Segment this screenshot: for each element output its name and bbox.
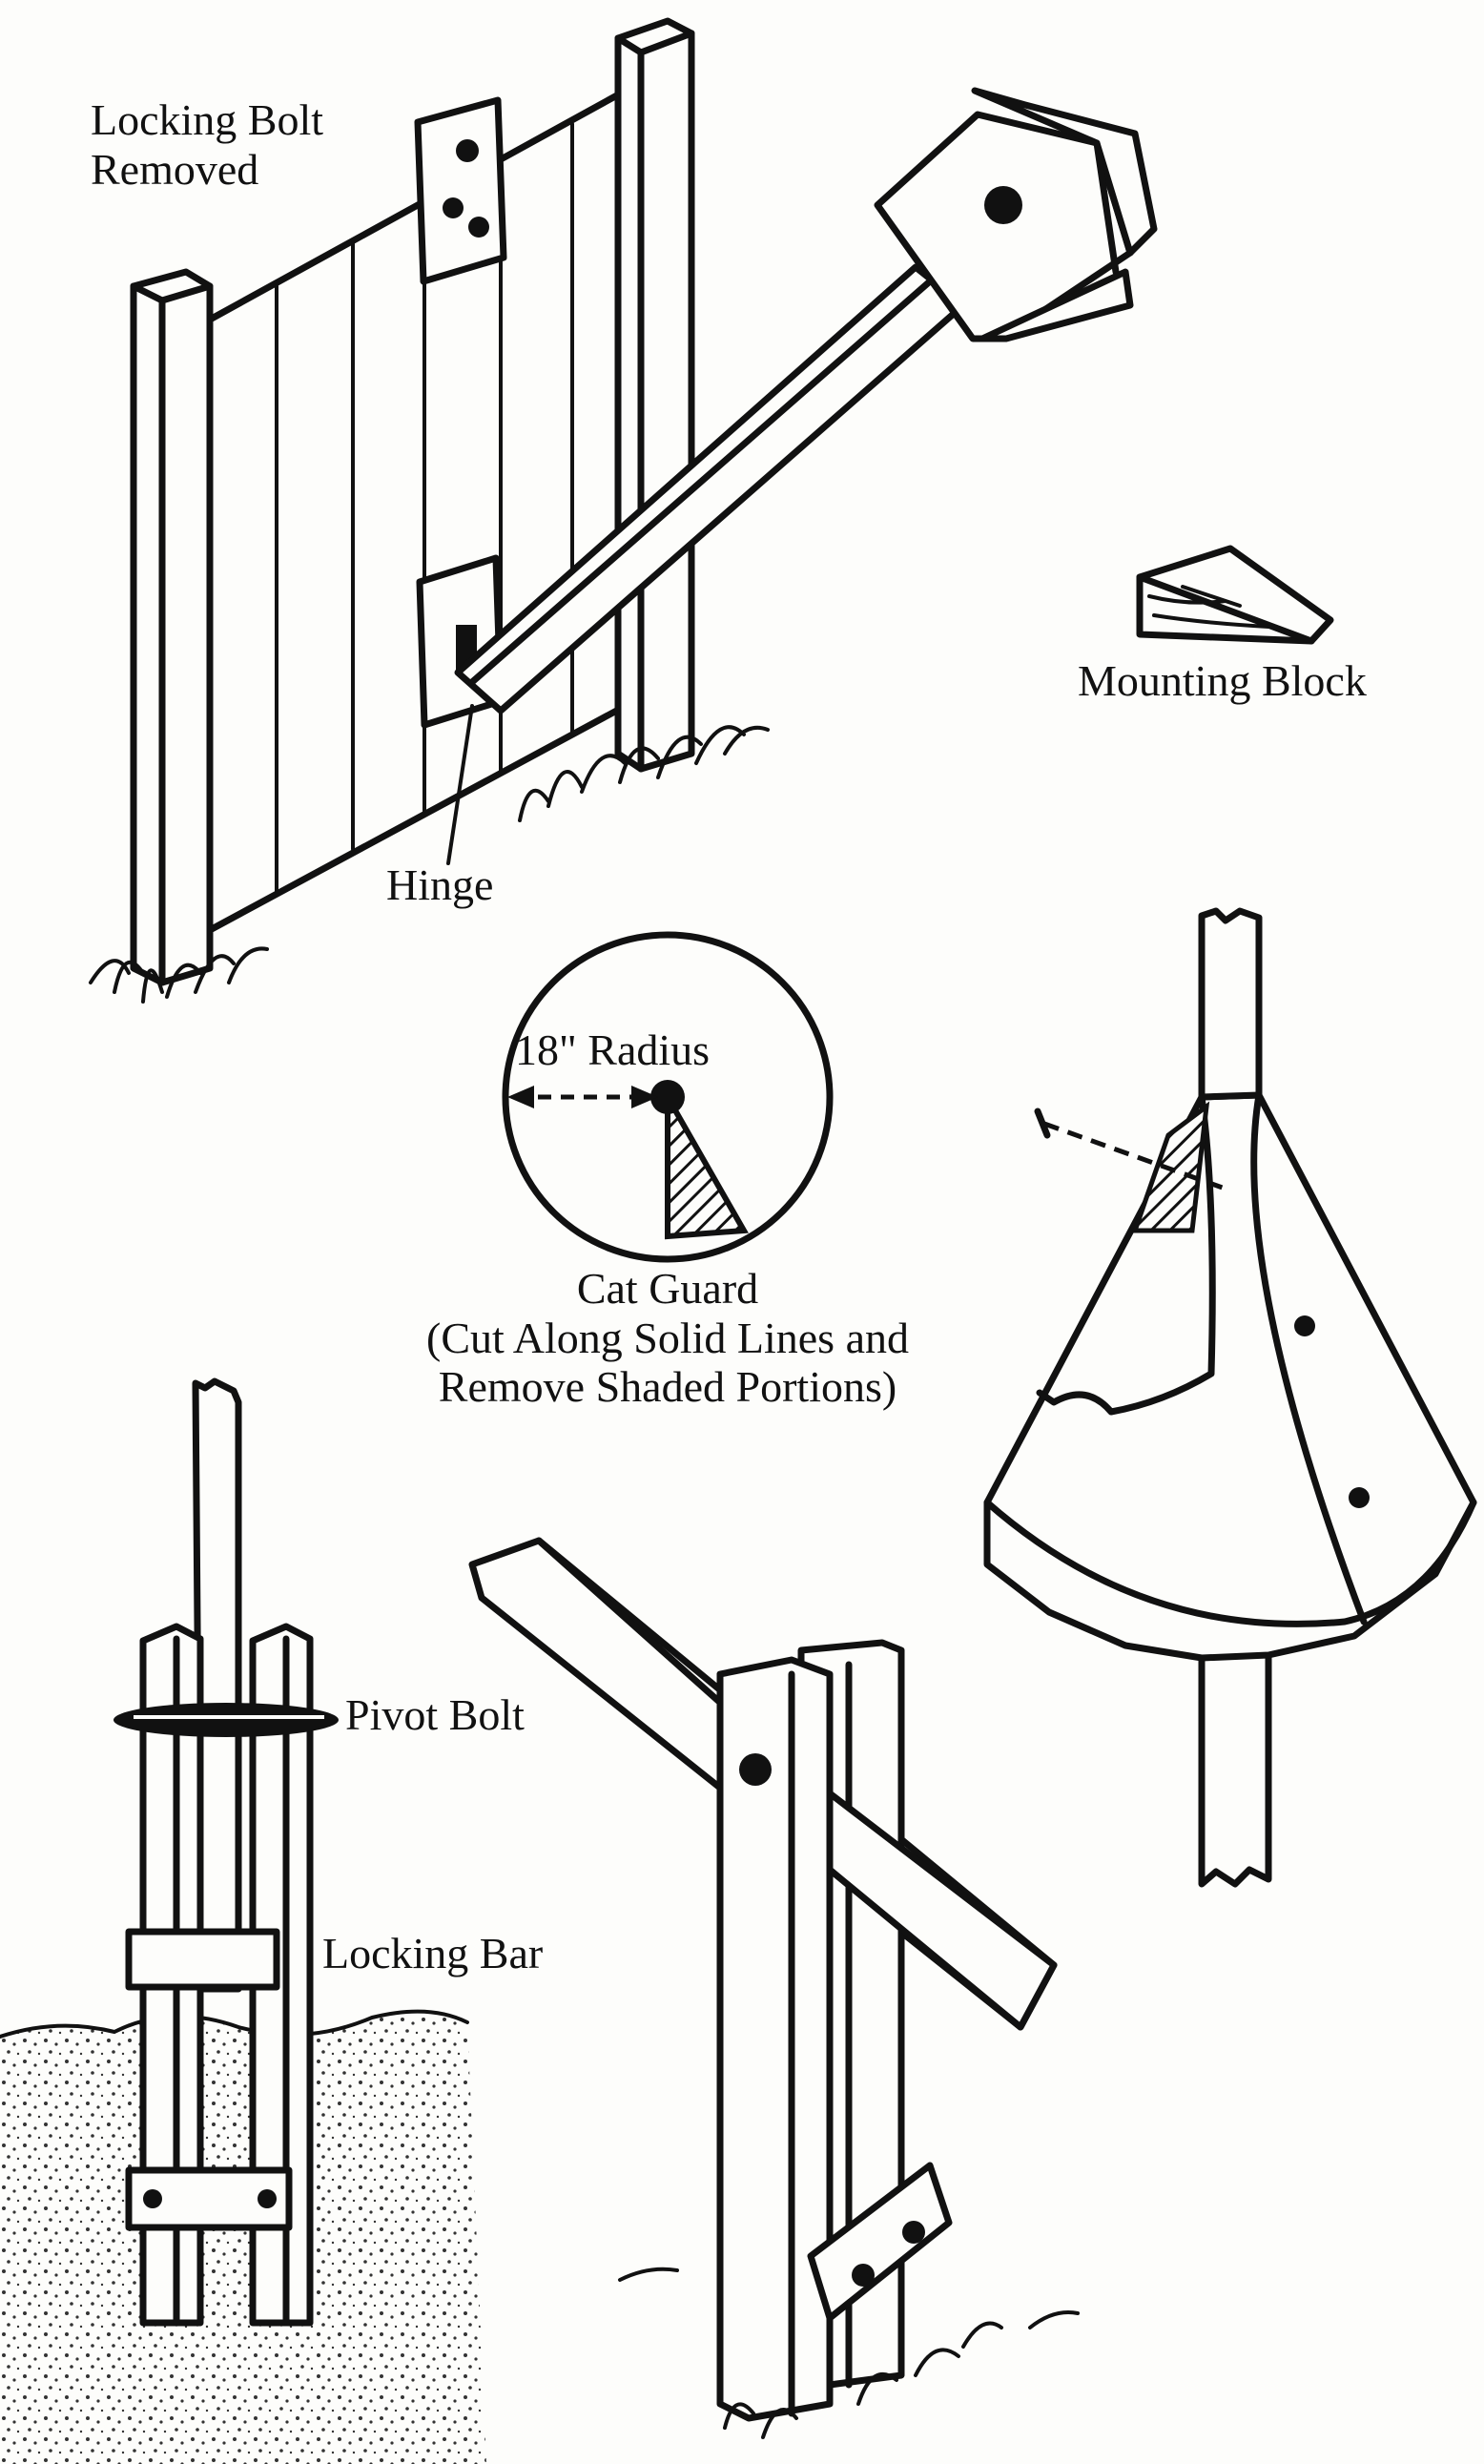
guard-screw <box>1349 1487 1370 1508</box>
pivot-bolt <box>113 1703 339 1737</box>
angled-post-assembly <box>468 1537 1080 2439</box>
pivot-bolt-head <box>739 1753 772 1786</box>
birdhouse-entrance-hole <box>984 186 1022 224</box>
label-line: Cat Guard <box>576 1264 759 1313</box>
grass-tufts-lower <box>618 2267 1080 2439</box>
locking-plate <box>414 96 507 285</box>
lower-brace <box>807 2162 953 2322</box>
fence-post-left <box>130 268 214 986</box>
fence-post-right <box>614 17 695 773</box>
pivot-post-assembly <box>0 1377 486 2464</box>
center-hole <box>650 1080 685 1114</box>
label-locking-bar: Locking Bar <box>322 1929 544 1977</box>
radius-dimension <box>507 1086 658 1108</box>
mounting-block <box>1136 545 1334 645</box>
fence-scene <box>89 17 1158 1004</box>
bolt-hole <box>456 139 479 162</box>
label-line: Locking Bolt <box>91 95 324 144</box>
label-radius: 18" Radius <box>515 1025 711 1074</box>
post-upper <box>1198 907 1263 1101</box>
front-upright <box>716 1656 834 2422</box>
label-line: (Cut Along Solid Lines and <box>426 1313 909 1362</box>
shaded-cutout <box>665 1086 749 1240</box>
hinge-pointer <box>446 704 474 865</box>
label-pivot-bolt: Pivot Bolt <box>345 1690 525 1739</box>
bolt-hole <box>468 217 489 238</box>
ground-soil <box>0 2011 486 2464</box>
cat-guard-template <box>502 931 834 1263</box>
locking-bar <box>125 1928 280 1991</box>
grass-tufts <box>89 725 770 1004</box>
label-cat-guard: Cat Guard (Cut Along Solid Lines and Rem… <box>362 1264 973 1412</box>
arm-crossing <box>826 1790 1058 2031</box>
label-hinge: Hinge <box>386 860 494 909</box>
post-lower <box>1198 1618 1272 1888</box>
birdhouse <box>874 87 1158 342</box>
cone-guard <box>983 1091 1477 1662</box>
label-line: Removed <box>91 144 259 194</box>
label-locking-bolt-removed: Locking Bolt Removed <box>91 95 323 194</box>
label-mounting-block: Mounting Block <box>1078 656 1367 705</box>
guard-screw <box>1294 1315 1315 1336</box>
label-line: Remove Shaded Portions) <box>438 1362 897 1412</box>
bolt-hole <box>443 197 464 218</box>
cone-guard-assembly <box>983 907 1477 1888</box>
